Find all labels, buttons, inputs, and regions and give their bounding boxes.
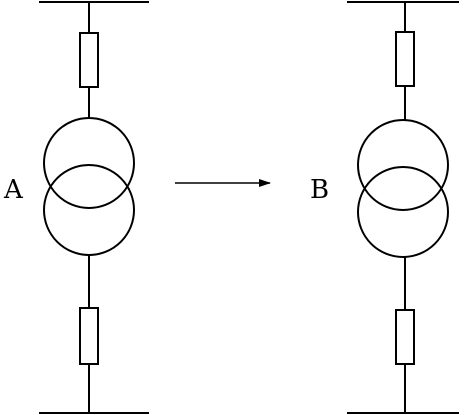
transformer-upper-coil-a xyxy=(43,117,135,209)
top-resistor-b xyxy=(395,31,415,87)
transformer-branch-a: A xyxy=(3,1,149,414)
bottom-resistor-b xyxy=(395,309,415,365)
bottom-resistor-a xyxy=(79,307,99,365)
transformer-branch-b: B xyxy=(310,1,459,414)
transformer-lower-coil-a xyxy=(43,164,135,256)
top-resistor-a xyxy=(79,32,99,88)
label-b: B xyxy=(310,175,329,205)
label-a: A xyxy=(3,175,24,205)
transformer-lower-coil-b xyxy=(357,166,449,258)
transformer-upper-coil-b xyxy=(357,119,449,211)
